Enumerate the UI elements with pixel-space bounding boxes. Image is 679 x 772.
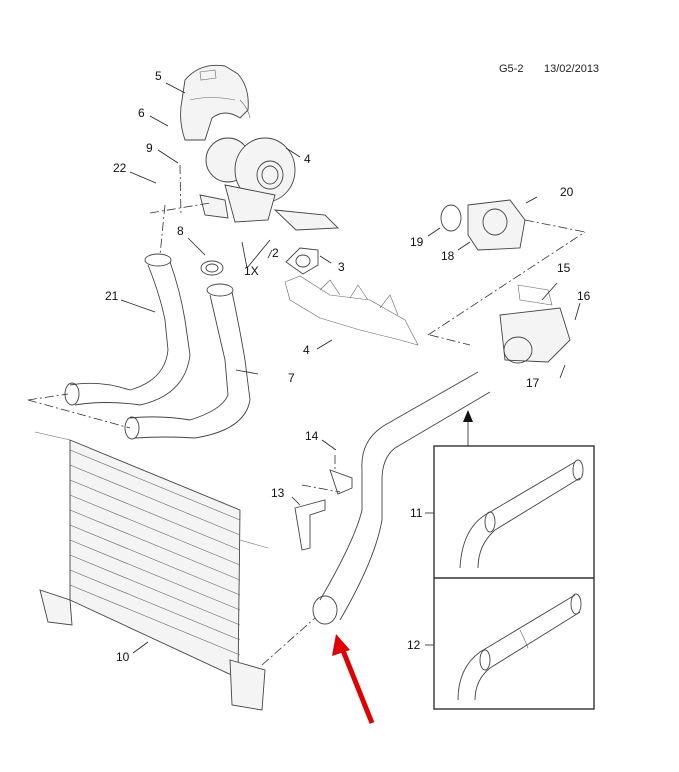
callout-11[interactable]: 11 — [410, 506, 423, 520]
page-code: G5-2 — [499, 63, 524, 75]
variant-inset-box — [433, 410, 595, 710]
throttle-body-part — [440, 199, 526, 251]
callout-19[interactable]: 19 — [410, 235, 424, 249]
callout-22[interactable]: 22 — [113, 161, 127, 175]
turbocharger-part — [199, 137, 340, 231]
callout-20[interactable]: 20 — [560, 185, 574, 199]
callout-21[interactable]: 21 — [105, 289, 119, 303]
callout-14[interactable]: 14 — [305, 429, 319, 443]
callout-7[interactable]: 7 — [288, 371, 295, 385]
pipe-variant-12 — [457, 593, 582, 701]
gasket-8-part — [200, 260, 224, 276]
callout-9[interactable]: 9 — [146, 141, 153, 155]
callout-4-upper[interactable]: 4 — [304, 152, 311, 166]
callout-4-lower[interactable]: 4 — [303, 343, 310, 357]
callout-13[interactable]: 13 — [271, 486, 285, 500]
callout-2[interactable]: 2 — [272, 246, 279, 260]
callout-12[interactable]: 12 — [407, 638, 421, 652]
callout-10[interactable]: 10 — [116, 650, 130, 664]
hose-21-part — [64, 253, 191, 406]
phantom-lines — [27, 164, 586, 666]
callout-3[interactable]: 3 — [338, 260, 345, 274]
exhaust-manifold-part — [284, 275, 419, 346]
highlight-arrow — [332, 634, 375, 724]
callout-15[interactable]: 15 — [557, 261, 571, 275]
callout-1x[interactable]: 1X — [244, 264, 259, 278]
bracket-13-part — [294, 469, 353, 551]
adapter-housing-part — [499, 284, 571, 364]
callout-16[interactable]: 16 — [577, 289, 591, 303]
callout-17[interactable]: 17 — [526, 376, 540, 390]
callout-18[interactable]: 18 — [441, 249, 455, 263]
gasket-3-part — [285, 247, 319, 275]
pipe-variant-11 — [459, 459, 584, 569]
charge-pipe-part — [312, 371, 491, 625]
hose-7-part — [124, 283, 251, 440]
callout-6[interactable]: 6 — [138, 106, 145, 120]
intercooler-part — [34, 431, 269, 711]
callout-5[interactable]: 5 — [155, 69, 162, 83]
leader-lines — [120, 82, 581, 654]
revision-date: 13/02/2013 — [544, 63, 600, 75]
heat-shield-part — [180, 64, 251, 141]
callout-8[interactable]: 8 — [177, 224, 184, 238]
